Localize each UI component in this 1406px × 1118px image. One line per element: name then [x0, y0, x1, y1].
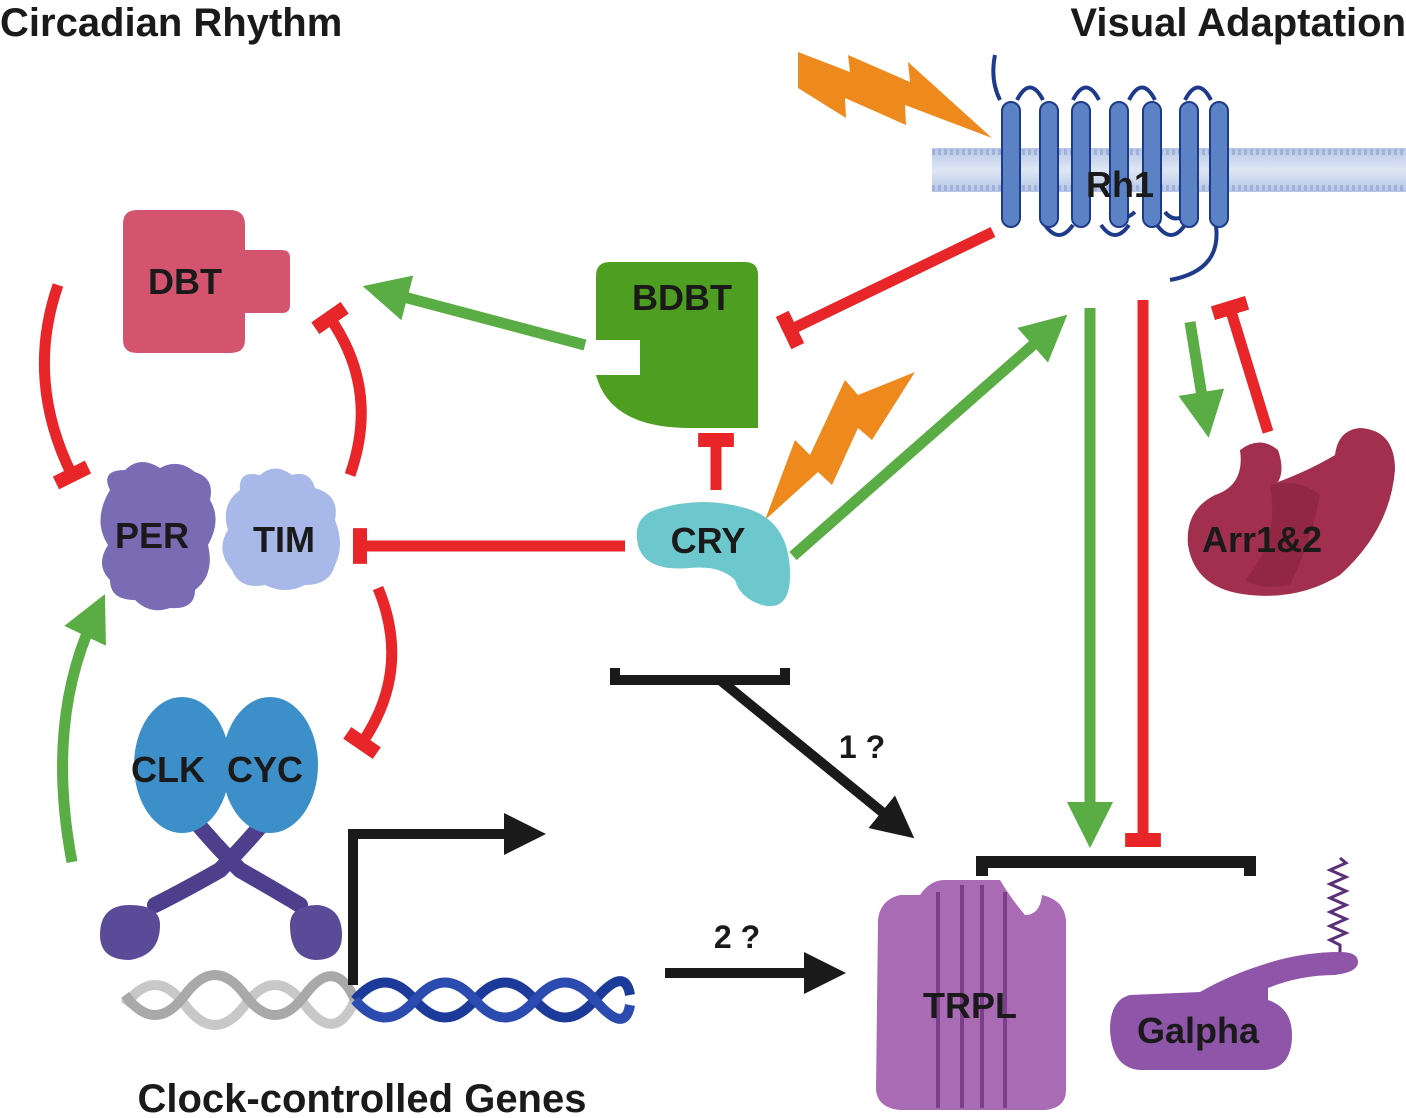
lipid-anchor: [1326, 856, 1350, 952]
inhibition-edges: [38, 227, 1274, 848]
trpl-channel: [876, 880, 1066, 1110]
arr-inhibits-rh1: [1210, 295, 1274, 434]
tim-inhibits-dbt: [311, 301, 367, 477]
dna-helix: [121, 970, 635, 1030]
question-1-label: 1 ?: [839, 729, 885, 765]
arr-protein: [1187, 428, 1395, 596]
visual-adaptation-title: Visual Adaptation: [1070, 1, 1406, 45]
rh1-label: Rh1: [1086, 164, 1154, 205]
trpl-channel-lines: [936, 885, 1007, 1108]
bdbt-label: BDBT: [632, 277, 732, 318]
light-bolt-icon: [798, 52, 992, 138]
cry-activates-rh1: [789, 314, 1068, 561]
trpl-label: TRPL: [923, 985, 1017, 1026]
dbt-inhibits-per: [38, 283, 92, 490]
light-bolt-icon: [765, 372, 915, 520]
dbt-label: DBT: [148, 261, 222, 302]
tim-inhibits-clkcyc: [343, 585, 398, 759]
arr-protein-shade: [1245, 482, 1320, 587]
galpha-protein: [1110, 952, 1358, 1070]
clk-label: CLK: [131, 749, 205, 790]
cry-label: CRY: [671, 520, 746, 561]
cry-bracket: [610, 668, 790, 685]
trpl-bracket: [976, 856, 1256, 876]
cry-protein: [636, 501, 790, 607]
clock-controlled-genes-label: Clock-controlled Genes: [138, 1077, 587, 1118]
arr-label: Arr1&2: [1202, 519, 1322, 560]
rh1-activates-arr: [1178, 321, 1225, 438]
bdbt-protein: [596, 262, 758, 428]
clkcyc-activates-per: [57, 594, 106, 864]
dbt-protein: [123, 210, 290, 353]
bdbt-activates-dbt: [362, 275, 587, 351]
tim-protein: [222, 468, 340, 590]
activation-edges: [57, 275, 1225, 864]
rh1-inhibits-bdbt: [775, 227, 996, 350]
cry-to-trpl-arrow: [716, 676, 915, 839]
circadian-rhythm-title: Circadian Rhythm: [0, 1, 342, 45]
cyc-label: CYC: [227, 749, 303, 790]
transcription-start-arrow: [348, 813, 546, 985]
tim-label: TIM: [253, 519, 315, 560]
clk-cyc-dimer: [100, 697, 342, 960]
per-protein: [100, 461, 216, 611]
per-label: PER: [115, 515, 189, 556]
rh1-receptor: [991, 54, 1229, 282]
question-2-label: 2 ?: [714, 919, 760, 955]
galpha-label: Galpha: [1137, 1010, 1260, 1051]
